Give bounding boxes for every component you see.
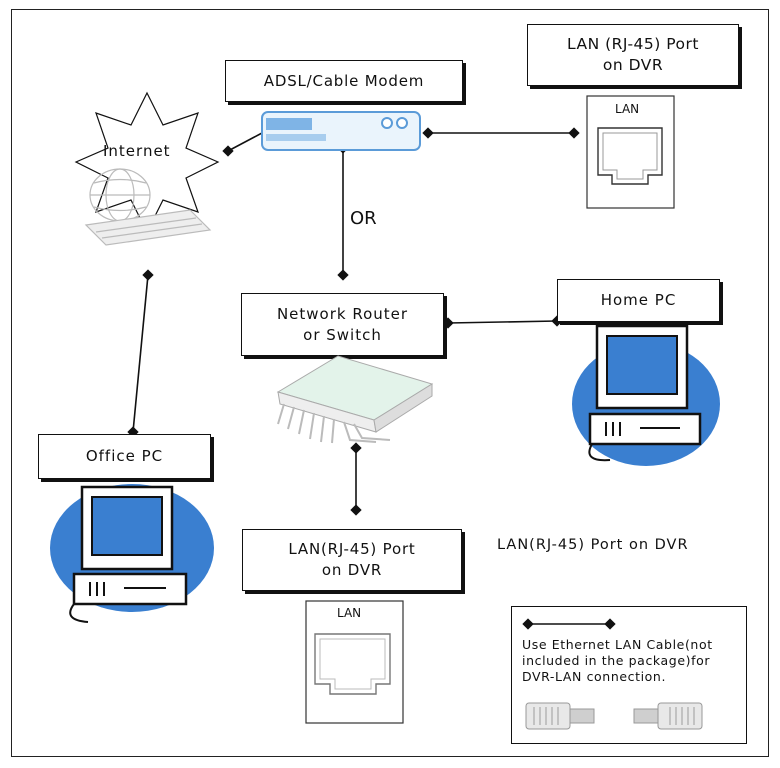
diagram-frame	[11, 9, 769, 757]
globe-keyboard-icon	[84, 168, 212, 246]
or-label: OR	[350, 208, 377, 229]
ethernet-connector-icon	[525, 702, 703, 730]
router-label: Network Router or Switch	[241, 293, 444, 356]
router-line1: Network Router	[276, 305, 409, 323]
lan-port-top-line1: LAN (RJ-45) Port	[567, 35, 699, 53]
legend-text: Use Ethernet LAN Cable(not included in t…	[522, 637, 713, 684]
lan-jack-bottom-label: LAN	[337, 606, 362, 620]
lan-port-bottom-line2: on DVR	[321, 561, 383, 579]
lan-port-caption: LAN(RJ-45) Port on DVR	[497, 537, 689, 553]
home-pc-label: Home PC	[557, 279, 720, 322]
legend-box: Use Ethernet LAN Cable(not included in t…	[511, 606, 747, 744]
lan-port-top-label: LAN (RJ-45) Port on DVR	[527, 24, 739, 86]
router-line2: or Switch	[303, 326, 382, 344]
office-pc-label: Office PC	[38, 434, 211, 479]
lan-jack-top-label: LAN	[615, 102, 640, 116]
lan-port-top-line2: on DVR	[602, 56, 664, 74]
lan-port-bottom-line1: LAN(RJ-45) Port	[288, 540, 416, 558]
modem-label: ADSL/Cable Modem	[225, 60, 463, 102]
internet-label: Internet	[103, 142, 171, 160]
legend-cable-symbol	[522, 618, 616, 630]
lan-port-bottom-label: LAN(RJ-45) Port on DVR	[242, 529, 462, 591]
